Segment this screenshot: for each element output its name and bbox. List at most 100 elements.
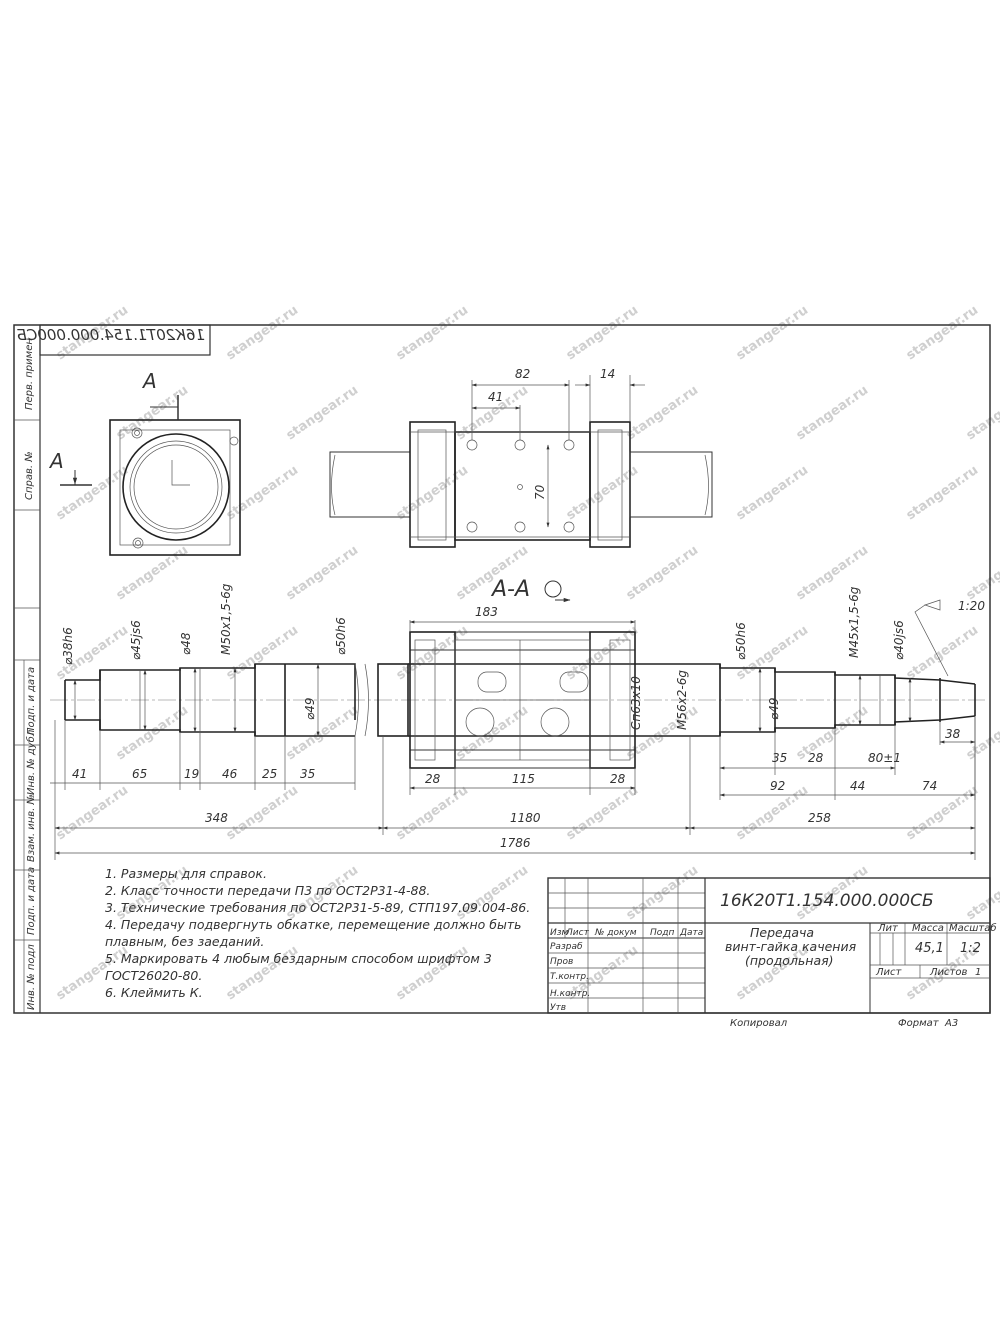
- dia-48: ⌀48: [179, 632, 193, 655]
- diameter-arrows: [73, 663, 912, 737]
- len-44: 44: [850, 779, 865, 793]
- scale-value: 1:2: [960, 941, 981, 956]
- copied-label: Копировал: [730, 1018, 788, 1029]
- designation-mirrored: 16К20Т1.154.000.000СБ: [17, 326, 206, 344]
- note-4: 4. Передачу подвергнуть обкатке, перемещ…: [105, 917, 522, 932]
- watermark-text: stangear.ru: [284, 703, 361, 763]
- sheet-label: Лист: [875, 967, 903, 978]
- dim-70: 70: [533, 484, 547, 500]
- end-view: А А: [48, 369, 241, 556]
- overall-lengths: 348 1180 258 1786: [54, 716, 976, 860]
- len-80: 80±1: [868, 751, 901, 765]
- section-mark-top: А: [141, 369, 157, 393]
- len-1786: 1786: [500, 836, 531, 850]
- format-label: Формат: [898, 1018, 940, 1029]
- dia-50h6-left: ⌀50h6: [334, 617, 348, 655]
- watermark-text: stangear.ru: [114, 543, 191, 603]
- dim-41: 41: [488, 390, 503, 404]
- watermark-text: stangear.ru: [224, 783, 301, 843]
- watermark-text: stangear.ru: [284, 543, 361, 603]
- note-3: 3. Технические требования по ОСТ2Р31-5-8…: [105, 900, 530, 915]
- len-46: 46: [222, 767, 238, 781]
- taper-label: 1:20: [958, 599, 985, 613]
- note-4-cont: плавным, без заеданий.: [105, 934, 264, 949]
- lengths-center: 28 115 28: [409, 760, 636, 795]
- note-1: 1. Размеры для справок.: [105, 866, 267, 881]
- dim-82: 82: [515, 367, 530, 381]
- title-block: 16К20Т1.154.000.000СБ Передача винт-гайк…: [547, 877, 997, 1029]
- watermark-text: stangear.ru: [964, 703, 1000, 763]
- role-razrab: Разраб: [550, 942, 583, 952]
- len-25: 25: [262, 767, 277, 781]
- note-6: 6. Клеймить К.: [105, 985, 203, 1000]
- hdr-doc: № докум: [594, 928, 637, 938]
- watermark-text: stangear.ru: [224, 463, 301, 523]
- watermark-text: stangear.ru: [904, 463, 981, 523]
- dia-45js6: ⌀45js6: [129, 620, 143, 660]
- dia-38h6: ⌀38h6: [61, 627, 75, 665]
- watermark-text: stangear.ru: [564, 303, 641, 363]
- dim-14: 14: [600, 367, 615, 381]
- watermark-text: stangear.ru: [454, 703, 531, 763]
- thread-m50: M50x1,5-6g: [219, 583, 233, 655]
- hdr-sign: Подп: [650, 928, 674, 938]
- watermark-text: stangear.ru: [734, 463, 811, 523]
- watermark-text: stangear.ru: [904, 303, 981, 363]
- watermark-text: stangear.ru: [624, 543, 701, 603]
- note-5-cont: ГОСТ26020-80.: [105, 968, 202, 983]
- role-nkontr: Н.контр.: [550, 989, 590, 999]
- hdr-date: Дата: [679, 928, 703, 938]
- title-designation: 16К20Т1.154.000.000СБ: [720, 891, 934, 911]
- watermark-text: stangear.ru: [794, 383, 871, 443]
- len-38: 38: [945, 727, 961, 741]
- section-title: А-А: [490, 577, 530, 602]
- hdr-izm: Изм: [550, 928, 569, 938]
- watermark-text: stangear.ru: [564, 783, 641, 843]
- len-r28: 28: [808, 751, 824, 765]
- watermark-text: stangear.ru: [964, 863, 1000, 923]
- thread-m45: M45x1,5-6g: [847, 586, 861, 658]
- role-tkontr: Т.контр.: [550, 972, 589, 982]
- dia-40js6: ⌀40js6: [892, 620, 906, 660]
- watermark-text: stangear.ru: [734, 303, 811, 363]
- side-label-0: Перв. примен: [24, 338, 35, 410]
- side-label-1: Справ. №: [24, 451, 35, 500]
- watermark-text: stangear.ru: [794, 703, 871, 763]
- mass-value: 45,1: [915, 941, 944, 956]
- watermark-text: stangear.ru: [394, 463, 471, 523]
- len-258: 258: [808, 811, 831, 825]
- dim-183: 183: [475, 605, 498, 619]
- dia-49-left: ⌀49: [303, 698, 317, 721]
- format-value: А3: [944, 1018, 958, 1029]
- watermark-text: stangear.ru: [284, 383, 361, 443]
- top-view: 82 41 14 70: [329, 367, 713, 548]
- len-115: 115: [512, 772, 535, 786]
- note-2: 2. Класс точности передачи П3 по ОСТ2Р31…: [105, 883, 430, 898]
- len-74: 74: [922, 779, 937, 793]
- len-92: 92: [770, 779, 785, 793]
- spline-sp63: Сп63x10: [629, 676, 643, 730]
- diameter-labels: ⌀38h6 ⌀45js6 ⌀48 M50x1,5-6g ⌀50h6 ⌀49 Сп…: [61, 583, 906, 730]
- side-label-3: Инв. № дубл: [25, 729, 37, 795]
- watermark-text: stangear.ru: [964, 543, 1000, 603]
- section-mark-left: А: [48, 449, 64, 473]
- col-lit: Лит: [877, 923, 899, 934]
- sheets-value: 1: [975, 967, 981, 978]
- lengths-left: 41 65 19 46 25 35: [50, 720, 356, 790]
- len-r35: 35: [772, 751, 787, 765]
- watermark-text: stangear.ru: [624, 383, 701, 443]
- watermark-text: stangear.ru: [394, 783, 471, 843]
- shaft-section: 1:20: [50, 599, 985, 769]
- role-prov: Пров: [550, 957, 573, 967]
- watermark-text: stangear.ru: [224, 303, 301, 363]
- col-mass: Масса: [912, 923, 944, 934]
- sheet-frame: [13, 324, 991, 1014]
- technical-notes: 1. Размеры для справок. 2. Класс точност…: [105, 866, 530, 1000]
- len-65: 65: [132, 767, 147, 781]
- watermark-text: stangear.ru: [964, 383, 1000, 443]
- dia-49-right: ⌀49: [767, 698, 781, 721]
- len-19: 19: [184, 767, 199, 781]
- watermark-text: stangear.ru: [54, 463, 131, 523]
- role-utv: Утв: [550, 1003, 566, 1013]
- sheets-label: Листов: [929, 967, 967, 978]
